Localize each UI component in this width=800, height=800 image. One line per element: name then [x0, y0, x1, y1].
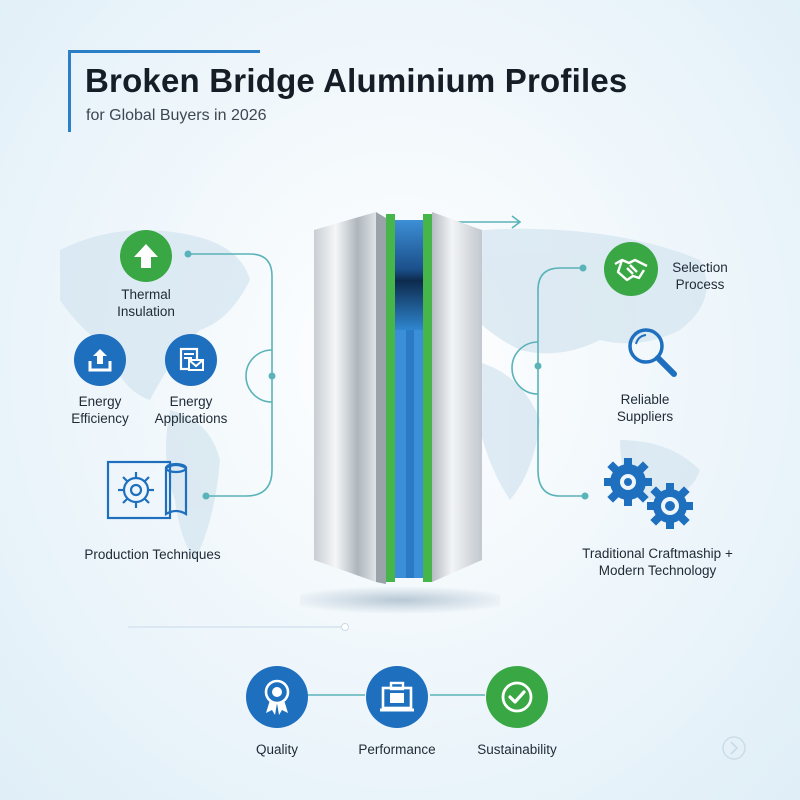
production-techniques-label: Production Techniques [84, 547, 221, 562]
gear-blueprint-icon [106, 460, 188, 520]
portfolio-icon [380, 681, 414, 712]
magnifier-icon [628, 328, 677, 377]
performance-label: Performance [358, 742, 436, 757]
thermal-insulation-label: Thermal Insulation [117, 287, 175, 319]
performance-badge [366, 666, 428, 728]
award-ribbon-icon [264, 679, 290, 715]
sustainability-label: Sustainability [477, 742, 557, 757]
energy-efficiency-label: Energy Efficiency [71, 394, 129, 426]
selection-process-label: Selection Process [672, 260, 728, 292]
upload-icon [88, 349, 112, 372]
quality-badge [246, 666, 308, 728]
quality-label: Quality [255, 742, 299, 757]
energy-applications-label: Energy Applications [154, 394, 228, 426]
aluminium-profile-illustration [300, 212, 500, 614]
watermark-icon [722, 736, 746, 760]
up-arrow-icon [134, 244, 158, 268]
craftsmanship-label: Traditional Craftmaship + Modern Technol… [582, 546, 733, 578]
thermal-insulation-badge [120, 230, 172, 282]
handshake-icon [614, 258, 648, 282]
energy-efficiency-badge [74, 334, 126, 386]
selection-process-badge [604, 242, 658, 296]
gears-icon [604, 458, 693, 529]
document-mail-icon [179, 347, 204, 371]
energy-applications-badge [165, 334, 217, 386]
reliable-suppliers-label: Reliable Suppliers [616, 392, 674, 424]
title-accent-bar-left [68, 50, 71, 132]
page-subtitle: for Global Buyers in 2026 [86, 107, 267, 124]
checkmark-icon [501, 681, 533, 713]
title-accent-bar [68, 50, 260, 53]
sustainability-badge [486, 666, 548, 728]
page-title: Broken Bridge Aluminium Profiles [85, 62, 628, 99]
